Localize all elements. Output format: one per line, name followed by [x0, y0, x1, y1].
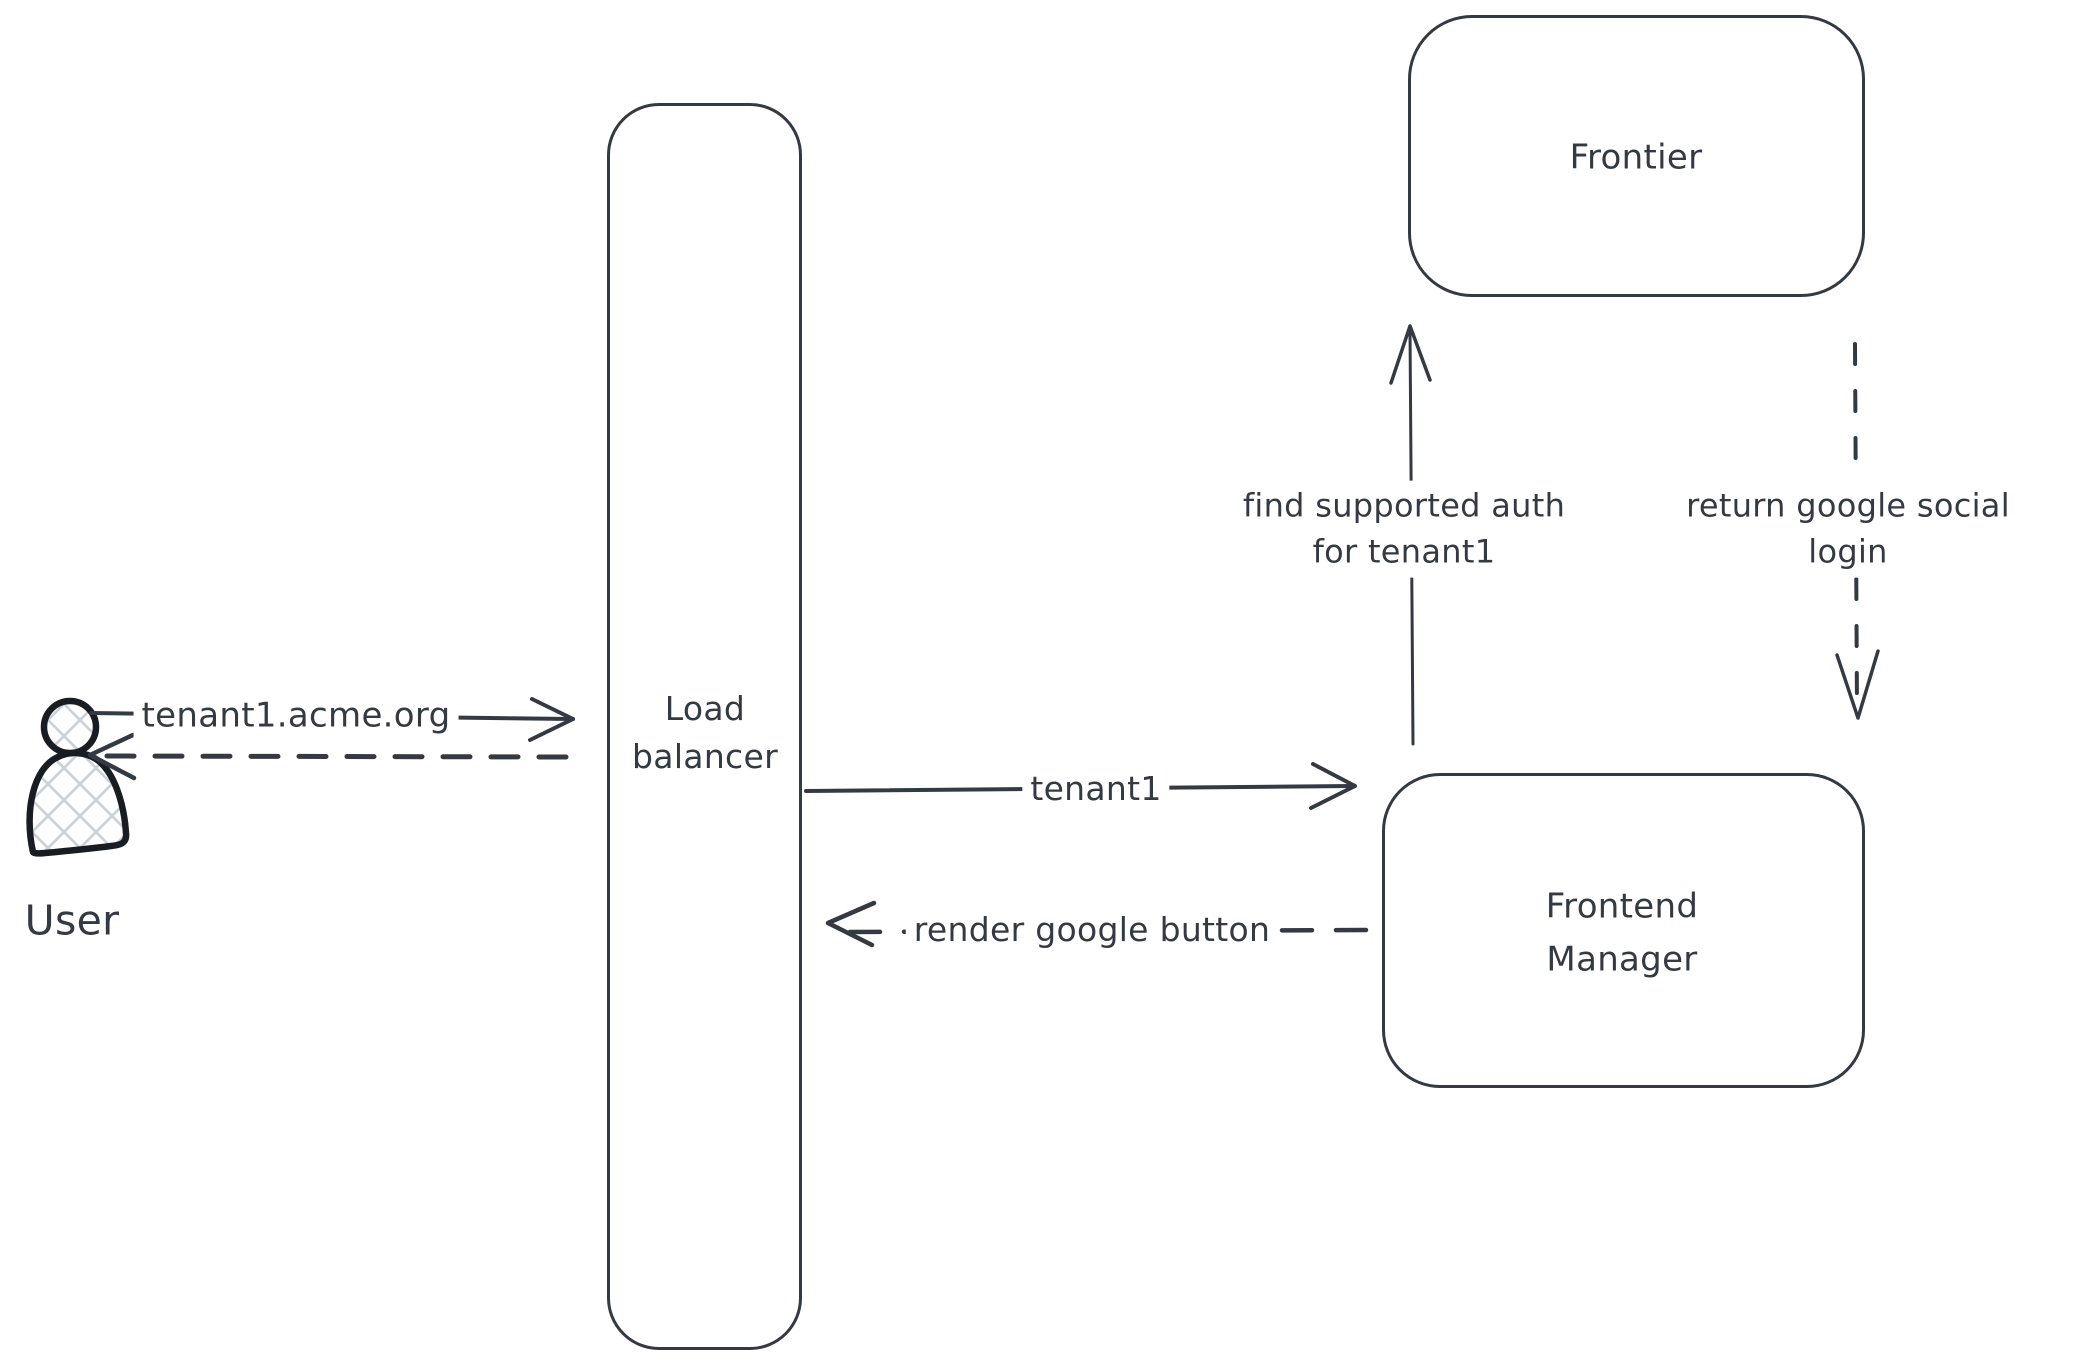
arrow-load-balancer-to-user [87, 732, 569, 781]
arrowhead-right-icon [528, 697, 575, 742]
arrowhead-left-icon [87, 732, 137, 781]
edge-label-find-supported-auth: find supported auth for tenant1 [1234, 480, 1574, 578]
edge-label-return-google-social-login-line1: return google social [1686, 486, 2010, 525]
edge-label-find-supported-auth-line1: find supported auth [1242, 486, 1566, 525]
load-balancer-label: Load balancer [632, 685, 778, 781]
edge-label-return-google-social-login-line2: login [1808, 533, 1888, 571]
node-load-balancer [607, 103, 802, 1350]
load-balancer-label-line1: Load [664, 689, 746, 729]
user-label: User [24, 896, 120, 945]
user-body-icon [26, 749, 130, 857]
load-balancer-label-line2: balancer [632, 737, 778, 776]
arrowhead-right-icon [1309, 762, 1357, 810]
edge-label-return-google-social-login: return google social login [1678, 480, 2018, 578]
user-head-icon [40, 697, 100, 757]
edge-label-tenant1: tenant1 [1022, 763, 1170, 815]
arrowhead-down-icon [1835, 649, 1880, 720]
edge-label-find-supported-auth-line2: for tenant1 [1312, 533, 1496, 571]
frontend-manager-label: Frontend Manager [1546, 880, 1698, 985]
edge-label-tenant1-acme-org: tenant1.acme.org [133, 689, 459, 743]
user-figure-icon [26, 697, 130, 857]
frontend-manager-label-line1: Frontend [1545, 886, 1699, 927]
edge-label-render-google-button: render google button [905, 904, 1279, 956]
frontend-manager-label-line2: Manager [1546, 939, 1698, 979]
frontier-label: Frontier [1569, 137, 1703, 178]
node-frontier [1408, 15, 1865, 297]
arrow-frontier-to-frontend-manager [1835, 342, 1880, 720]
node-frontend-manager [1382, 773, 1865, 1088]
arrowhead-left-icon [825, 900, 877, 948]
arrowhead-up-icon [1389, 324, 1432, 385]
